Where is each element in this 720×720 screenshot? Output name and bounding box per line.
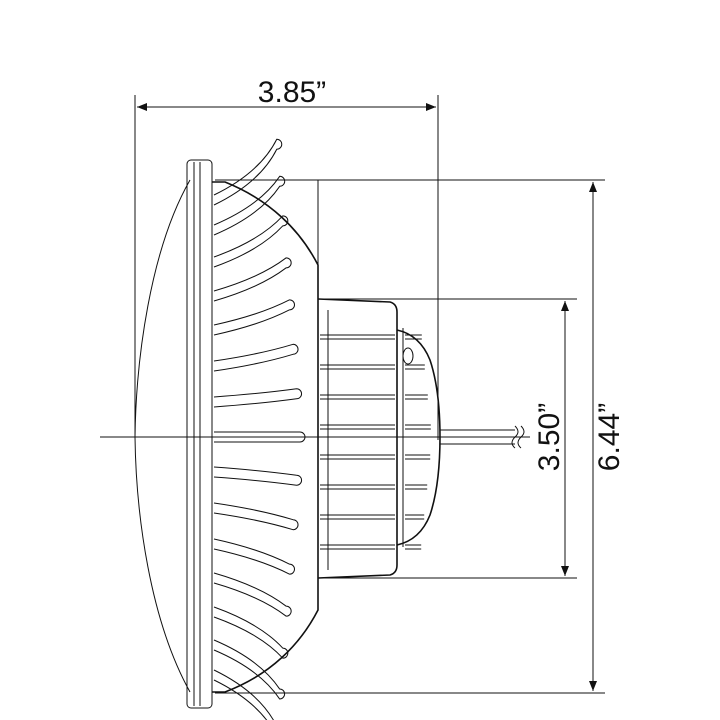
housing-rib xyxy=(320,514,425,520)
housing-rib xyxy=(320,334,422,340)
fin-slot xyxy=(213,669,274,720)
rear-housing xyxy=(317,298,398,579)
cooling-fins xyxy=(213,138,306,720)
fin-slot xyxy=(213,502,299,531)
fin-slot xyxy=(213,299,295,336)
housing-rib xyxy=(320,454,431,460)
cap-vent xyxy=(402,347,414,365)
fin-slot xyxy=(213,388,302,408)
fin-slot xyxy=(213,606,289,659)
rear-housing-ribs xyxy=(320,334,431,550)
power-wire xyxy=(440,425,525,449)
bezel-flange xyxy=(186,159,213,709)
dimension-label-depth: 3.85” xyxy=(258,76,326,109)
fin-slot xyxy=(213,538,295,575)
fin-slot xyxy=(213,175,286,236)
housing-rib xyxy=(320,544,422,550)
housing-rib xyxy=(320,394,428,400)
housing-rib xyxy=(320,364,425,370)
fin-slot xyxy=(213,138,283,206)
dimension-label-housing: 3.50” xyxy=(533,403,566,471)
fin-slot xyxy=(213,639,286,700)
lens-outline xyxy=(134,179,191,693)
housing-rib xyxy=(320,484,428,490)
fin-slot xyxy=(213,466,302,486)
fin-slot xyxy=(213,343,299,372)
fin-slot xyxy=(213,215,289,268)
fin-slot xyxy=(213,572,292,617)
fin-slot xyxy=(213,257,292,302)
fin-slot xyxy=(213,431,306,443)
rear-cap xyxy=(396,329,441,546)
dimension-label-overall: 6.44” xyxy=(593,403,626,471)
housing-rib xyxy=(320,424,431,430)
